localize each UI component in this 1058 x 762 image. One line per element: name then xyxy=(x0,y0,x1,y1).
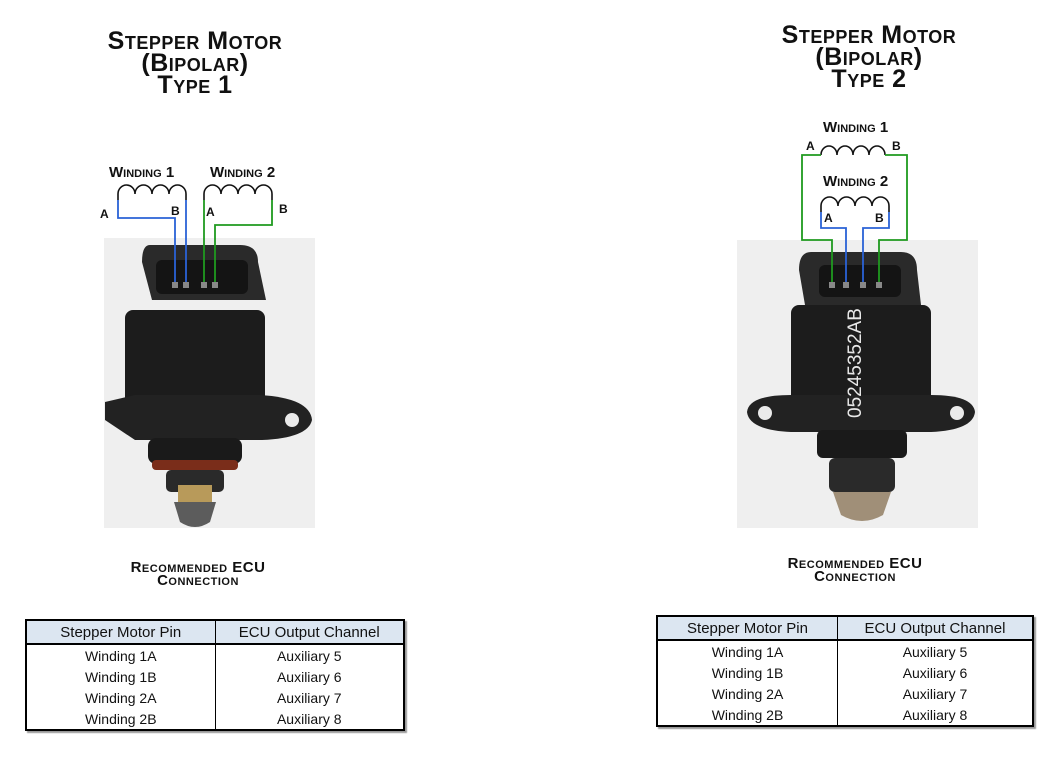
pin-cell: Winding 1B xyxy=(26,666,216,687)
type2-subtitle-line2: Connection xyxy=(814,568,896,585)
type2-winding2-label: Winding 2 xyxy=(823,173,888,190)
type2-wiring-diagram: 0524535​2AB Winding 1 Winding 2 A B A B xyxy=(737,119,978,528)
type1-title-line2: (Bipolar) xyxy=(141,49,249,77)
type1-wire-2b xyxy=(214,200,273,288)
type1-pin-1b-label: B xyxy=(171,204,180,218)
type2-neck xyxy=(817,430,907,458)
channel-cell: Auxiliary 5 xyxy=(276,647,342,664)
type2-part-number: 0524535​2AB xyxy=(845,308,866,418)
type2-wire-1a xyxy=(801,154,833,288)
pin-cell: Winding 2B xyxy=(657,704,838,726)
column-header-channel: ECU Output Channel xyxy=(215,620,404,645)
table-row: Winding 2B Auxiliary 8 xyxy=(657,704,1033,726)
table-row: Winding 1A Auxiliary 5 xyxy=(26,644,404,666)
type2-wire-2a xyxy=(820,212,847,288)
type2-shaft xyxy=(829,458,895,492)
type1-neck xyxy=(148,438,242,464)
channel-cell: Auxiliary 6 xyxy=(902,664,968,681)
table-row: Winding 1A Auxiliary 5 xyxy=(657,640,1033,662)
type2-panel: Stepper Motor (Bipolar) Type 2 0524535​2… xyxy=(529,0,1058,762)
type1-pintle xyxy=(174,502,216,527)
table-row: Winding 2A Auxiliary 7 xyxy=(657,683,1033,704)
type1-ecu-table: Stepper Motor Pin ECU Output Channel Win… xyxy=(25,619,405,731)
type2-wire-1b xyxy=(878,154,908,288)
channel-cell: Auxiliary 7 xyxy=(902,685,968,702)
type2-pin-1a-label: A xyxy=(806,139,815,153)
type2-pins xyxy=(829,282,882,288)
table-row: Winding 2B Auxiliary 8 xyxy=(26,708,404,730)
type1-title: Stepper Motor (Bipolar) Type 1 xyxy=(80,27,310,99)
channel-cell: Auxiliary 7 xyxy=(276,689,342,706)
type2-pintle xyxy=(833,492,891,521)
column-header-pin: Stepper Motor Pin xyxy=(26,620,216,645)
type1-pin-2a-label: A xyxy=(206,205,215,219)
type2-title-line1: Stepper Motor xyxy=(781,21,957,49)
type2-mounting-flange xyxy=(747,395,975,432)
column-header-channel: ECU Output Channel xyxy=(837,616,1033,641)
type1-wire-1a xyxy=(117,200,176,288)
type1-winding1-label: Winding 1 xyxy=(109,164,174,181)
type2-mount-hole-left xyxy=(758,406,772,420)
pin-cell: Winding 2A xyxy=(657,683,838,704)
channel-cell: Auxiliary 8 xyxy=(276,710,342,727)
type2-title-line3: Type 2 xyxy=(831,65,907,93)
type1-title-line1: Stepper Motor xyxy=(107,27,283,55)
type2-winding2-coil xyxy=(820,196,890,212)
type1-mount-hole xyxy=(285,413,299,427)
type2-title: Stepper Motor (Bipolar) Type 2 xyxy=(754,21,984,93)
type1-motor-body xyxy=(125,310,265,420)
type1-subtitle-line2: Connection xyxy=(157,572,239,589)
type1-wiring-diagram: Winding 1 Winding 2 A B A B xyxy=(100,164,315,528)
type2-ecu-table: Stepper Motor Pin ECU Output Channel Win… xyxy=(656,615,1034,727)
pin-cell: Winding 2A xyxy=(26,687,216,708)
type1-pins xyxy=(172,282,218,288)
type1-winding2-label: Winding 2 xyxy=(210,164,275,181)
table-header-row: Stepper Motor Pin ECU Output Channel xyxy=(657,616,1033,641)
pin-cell: Winding 1A xyxy=(657,640,838,662)
type2-motor-body xyxy=(791,305,931,410)
type1-connector-socket xyxy=(156,260,248,294)
type1-mounting-flange xyxy=(105,395,312,440)
type2-pin-1b-label: B xyxy=(892,139,901,153)
type1-o-ring xyxy=(152,460,238,470)
channel-cell: Auxiliary 5 xyxy=(902,643,968,660)
type2-subtitle: Recommended ECU Connection xyxy=(755,555,955,585)
type1-subtitle: Recommended ECU Connection xyxy=(98,559,298,589)
table-row: Winding 1B Auxiliary 6 xyxy=(657,662,1033,683)
type2-pin-2b-label: B xyxy=(875,211,884,225)
type1-pin-1a-label: A xyxy=(100,207,109,221)
type2-connector-socket xyxy=(819,265,901,297)
channel-cell: Auxiliary 8 xyxy=(902,706,968,723)
type1-panel: Stepper Motor (Bipolar) Type 1 xyxy=(25,27,405,731)
pin-cell: Winding 2B xyxy=(26,708,216,730)
table-header-row: Stepper Motor Pin ECU Output Channel xyxy=(26,620,404,645)
type1-title-line3: Type 1 xyxy=(157,71,233,99)
table-row: Winding 1B Auxiliary 6 xyxy=(26,666,404,687)
type1-pin-2b-label: B xyxy=(279,202,288,216)
type2-title-line2: (Bipolar) xyxy=(815,43,923,71)
type1-winding1-coil xyxy=(117,184,187,200)
type2-pin-2a-label: A xyxy=(824,211,833,225)
type2-wire-2b xyxy=(862,212,890,288)
pin-cell: Winding 1B xyxy=(657,662,838,683)
channel-cell: Auxiliary 6 xyxy=(276,668,342,685)
type2-subtitle-line1: Recommended ECU xyxy=(787,555,923,572)
type2-winding1-label: Winding 1 xyxy=(823,119,888,136)
column-header-pin: Stepper Motor Pin xyxy=(657,616,838,641)
type2-mount-hole-right xyxy=(950,406,964,420)
type2-winding1-coil xyxy=(820,145,886,156)
table-row: Winding 2A Auxiliary 7 xyxy=(26,687,404,708)
type1-winding2-coil xyxy=(203,184,273,200)
type1-spring xyxy=(178,485,212,503)
pin-cell: Winding 1A xyxy=(26,644,216,666)
type1-subtitle-line1: Recommended ECU xyxy=(130,559,266,576)
